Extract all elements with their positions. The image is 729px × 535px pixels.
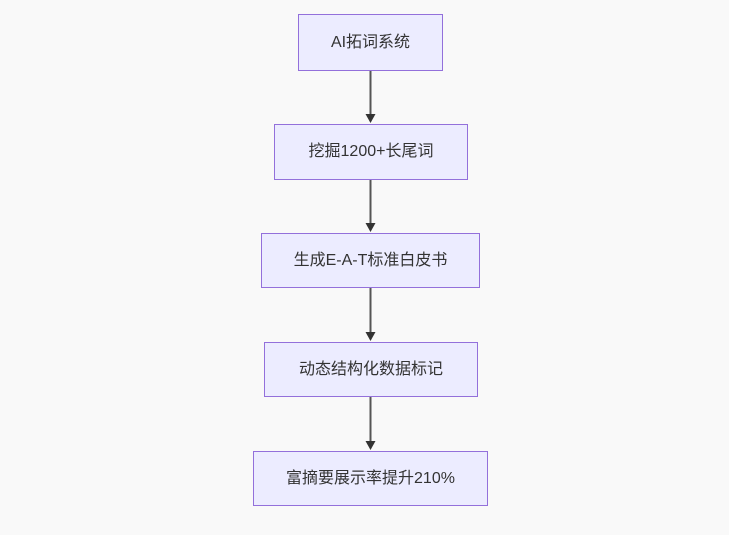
arrow-down-icon [365,441,376,450]
flow-edge [365,71,376,123]
arrow-down-icon [365,223,376,232]
flow-node-label: 富摘要展示率提升210% [286,469,455,487]
flow-node-label: 挖掘1200+长尾词 [308,143,434,160]
flow-node-eat-whitepaper: 生成E-A-T标准白皮书 [261,233,480,288]
flow-node-label: 生成E-A-T标准白皮书 [293,251,448,269]
flow-node-structured-data-markup: 动态结构化数据标记 [264,342,478,397]
flow-edge [365,288,376,341]
flow-node-label: AI拓词系统 [330,33,411,51]
flow-edge [365,397,376,450]
flow-edge [365,180,376,232]
flow-node-rich-snippet-result: 富摘要展示率提升210% [253,451,488,506]
flow-node-longtail-mining: 挖掘1200+长尾词 [274,124,468,180]
flow-node-ai-keyword-system: AI拓词系统 [298,14,443,71]
arrow-down-icon [365,332,376,341]
arrow-down-icon [365,114,376,123]
flow-node-label: 动态结构化数据标记 [298,360,443,378]
